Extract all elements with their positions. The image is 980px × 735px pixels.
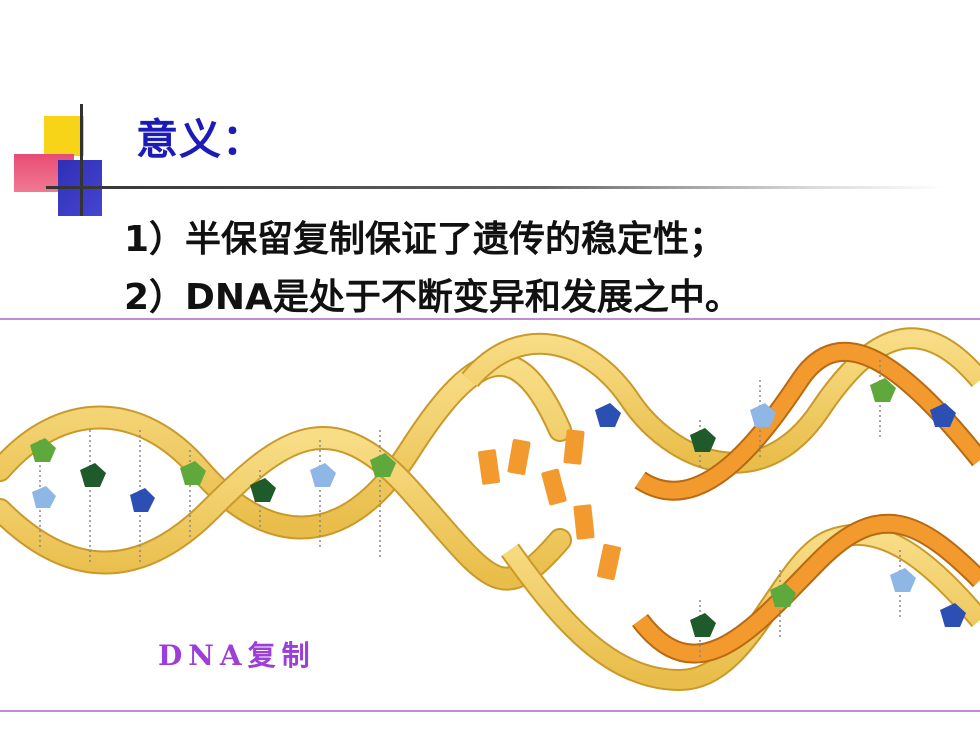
figure-caption: DNA复制	[158, 639, 316, 672]
divider-bottom	[0, 710, 980, 712]
strand-group	[0, 327, 980, 692]
base-g	[870, 378, 896, 402]
decor-yellow-square	[44, 116, 84, 156]
base-c	[930, 403, 956, 427]
dna-replication-illustration	[0, 327, 980, 692]
point-1: 1）半保留复制保证了遗传的稳定性；	[124, 219, 726, 260]
base-t	[32, 486, 56, 508]
base-g	[370, 453, 396, 477]
divider-top	[0, 318, 980, 320]
base-g	[180, 461, 206, 485]
title-underline	[46, 186, 946, 189]
point-2: 2）DNA是处于不断变异和发展之中。	[124, 277, 741, 318]
base-c	[595, 403, 621, 427]
base-t	[890, 568, 916, 592]
slide-title: 意义：	[136, 115, 266, 164]
base-a	[690, 613, 716, 637]
base-a	[250, 478, 276, 502]
base-t	[310, 463, 336, 487]
base-a	[80, 463, 106, 487]
base-t	[750, 403, 776, 427]
base-a	[690, 428, 716, 452]
base-g	[30, 438, 56, 462]
bases	[30, 378, 966, 637]
decor-vertical-line	[80, 104, 83, 216]
base-g	[770, 583, 796, 607]
base-c	[940, 603, 966, 627]
base-c	[130, 488, 155, 512]
free-nucleotides	[477, 429, 621, 581]
